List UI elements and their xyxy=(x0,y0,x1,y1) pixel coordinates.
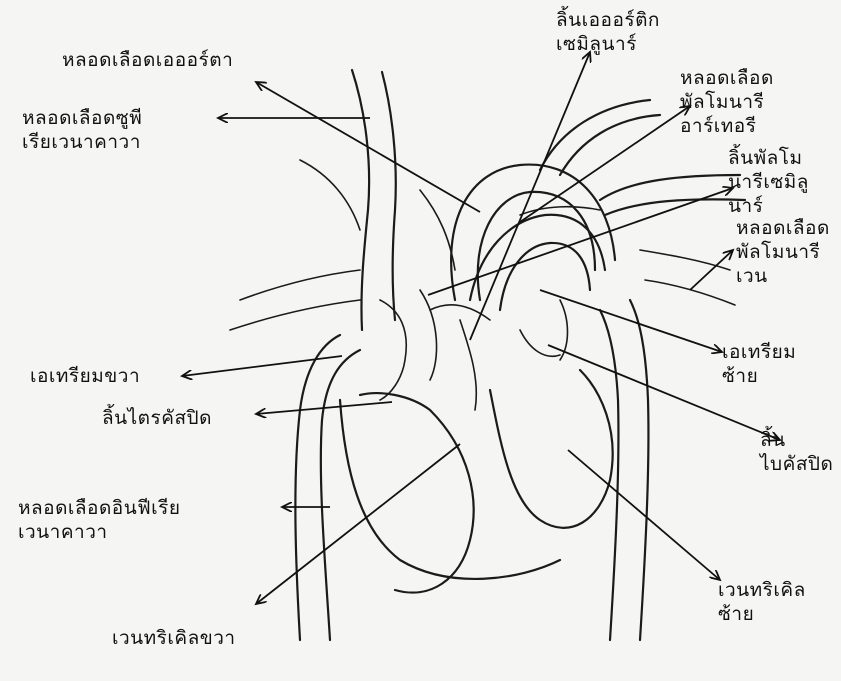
pulmonary-veins-left xyxy=(230,160,455,330)
label-left-ventricle: เวนทริเคิล ซ้าย xyxy=(718,578,838,626)
label-left-atrium: เอเทรียม ซ้าย xyxy=(722,340,832,388)
arrow-pulmonary-valve xyxy=(428,188,733,295)
superior-vena-cava-shape xyxy=(352,70,396,330)
arrow-pulmonary-artery xyxy=(520,106,690,222)
label-pulmonary-artery: หลอดเลือด พัลโมนารี อาร์เทอรี xyxy=(680,66,830,138)
label-pulmonary-vein: หลอดเลือด พัลโมนารี เวน xyxy=(736,216,836,288)
label-superior-vena-cava: หลอดเลือดซูพี เรียเวนาคาวา xyxy=(22,106,222,154)
label-tricuspid-valve: ลิ้นไตรคัสปิด xyxy=(102,406,262,430)
label-aortic-valve: ลิ้นเอออร์ติก เซมิลูนาร์ xyxy=(556,8,676,56)
label-right-atrium: เอเทรียมขวา xyxy=(30,364,180,388)
arrow-right-atrium xyxy=(182,356,342,376)
arrow-pulmonary-vein xyxy=(690,250,733,290)
label-pulmonary-valve: ลิ้นพัลโม นารีเซมิลูนาร์ xyxy=(728,146,838,218)
label-mitral-valve: ลิ้น ไบคัสปิด xyxy=(760,428,840,476)
label-right-ventricle: เวนทริเคิลขวา xyxy=(112,626,272,650)
arrow-aortic-valve xyxy=(470,52,590,340)
label-inferior-vena-cava: หลอดเลือดอินฟีเรีย เวนาคาวา xyxy=(18,496,288,544)
label-aorta: หลอดเลือดเอออร์ตา xyxy=(62,48,233,72)
heart-outline xyxy=(295,300,648,640)
heart-interior xyxy=(380,290,568,410)
pulmonary-veins-right xyxy=(640,250,735,305)
